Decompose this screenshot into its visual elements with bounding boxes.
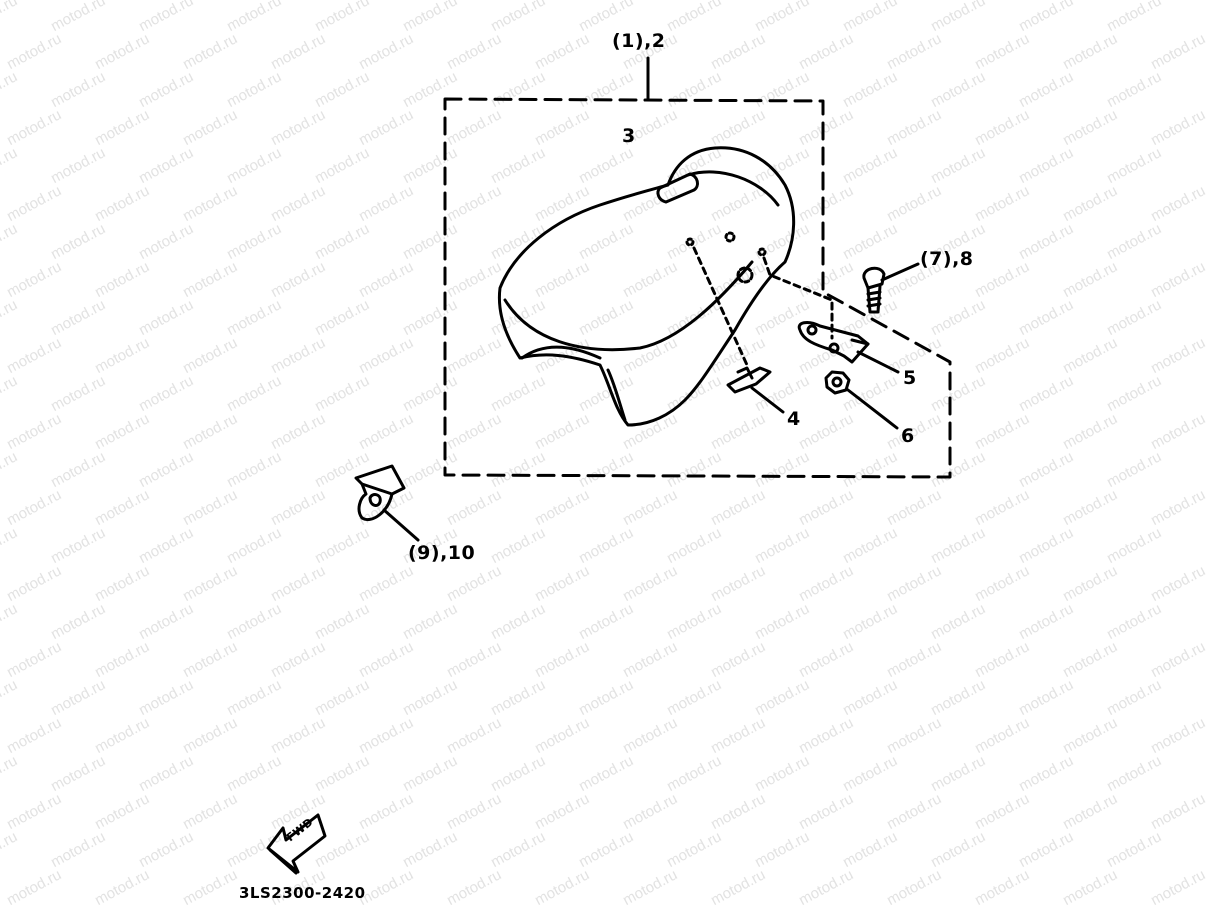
leader-5	[856, 350, 900, 374]
callout-clip: (9),10	[408, 542, 476, 564]
seat-handle	[656, 172, 699, 204]
mount-dashed-line-4	[692, 246, 749, 367]
callout-part-3: 3	[622, 125, 636, 147]
callout-part-6: 6	[901, 425, 915, 447]
leader-6	[846, 388, 899, 430]
assembly-dashed-boundary	[443, 97, 952, 479]
leader-clip	[382, 508, 420, 542]
clip-part	[354, 464, 406, 521]
nut-part	[824, 370, 851, 395]
fwd-arrow-icon	[266, 813, 327, 874]
callout-assembly: (1),2	[612, 30, 666, 52]
seat-part	[497, 146, 796, 427]
leader-4	[750, 386, 785, 414]
callout-part-5: 5	[903, 367, 917, 389]
latch-part	[726, 366, 772, 394]
drawing-code: 3LS2300-2420	[239, 884, 366, 902]
leader-bolt	[880, 262, 920, 282]
bolt-part	[862, 266, 886, 314]
callout-bolt: (7),8	[920, 248, 974, 270]
callout-part-4: 4	[787, 408, 801, 430]
bracket-part	[797, 321, 870, 364]
mount-dashed-line-5	[762, 256, 834, 340]
